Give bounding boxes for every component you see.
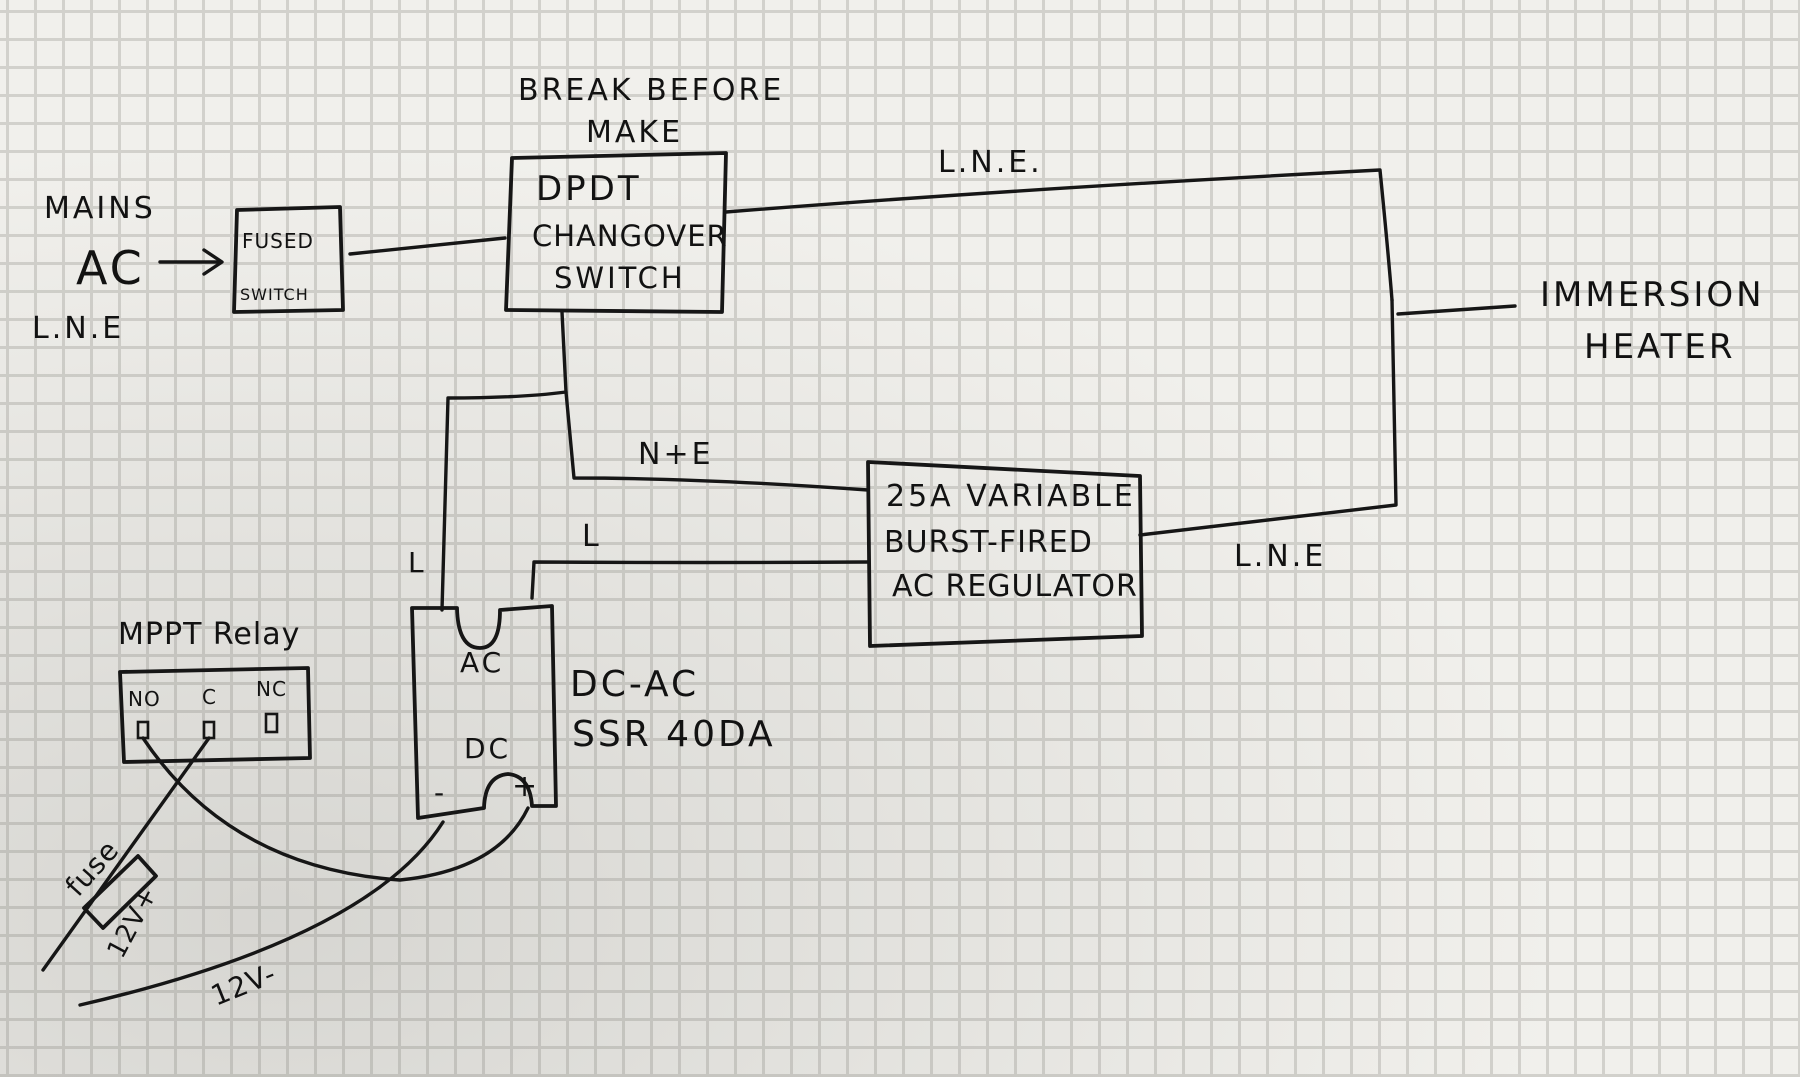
relay-nc-label: NC <box>256 677 287 701</box>
fused-label: FUSED <box>242 229 314 253</box>
relay-box <box>118 666 312 764</box>
switch-label-dpdt: SWITCH <box>554 261 686 295</box>
fuse-symbol <box>82 854 158 930</box>
relay-terminal-no <box>136 720 150 740</box>
ssr-name-line1: DC-AC <box>570 664 699 705</box>
wire-dpdt-down <box>560 310 870 492</box>
mains-label: MAINS <box>44 191 156 226</box>
make-label: MAKE <box>586 115 683 150</box>
relay-no-label: NO <box>128 687 161 711</box>
ssr-plus-label: + <box>512 769 540 804</box>
wire-12v-negative <box>78 820 445 1007</box>
ssr-minus-label: - <box>434 776 447 809</box>
wire-label-l-left: L <box>408 546 427 579</box>
regulator-box <box>866 460 1144 648</box>
wire-label-lne-top: L.N.E. <box>938 145 1043 180</box>
relay-terminal-c <box>202 720 216 740</box>
relay-title: MPPT Relay <box>118 617 300 652</box>
wire-heater-bus <box>1138 298 1398 537</box>
relay-terminal-nc <box>264 712 279 734</box>
wire-ssr-to-regulator <box>530 560 870 600</box>
regulator-line2: BURST-FIRED <box>884 525 1093 560</box>
break-before-label: BREAK BEFORE <box>518 73 784 108</box>
dpdt-switch-box <box>504 151 728 314</box>
wire-dpdt-to-heater-top <box>724 168 1394 302</box>
mains-ac-label: AC <box>76 241 145 295</box>
regulator-line3: AC REGULATOR <box>892 569 1138 604</box>
wire-live-to-ssr-ac <box>440 390 568 612</box>
dpdt-label: DPDT <box>536 169 642 209</box>
boxes <box>82 151 1144 930</box>
wire-heater-lead <box>1396 304 1517 316</box>
wire-label-l-ssr: L <box>582 519 602 554</box>
wires <box>41 168 1517 1007</box>
ssr-box <box>410 604 558 820</box>
ssr-name-line2: SSR 40DA <box>572 714 776 755</box>
immersion-label: IMMERSION <box>1540 275 1765 315</box>
regulator-line1: 25A VARIABLE <box>886 479 1136 514</box>
wire-fused-to-dpdt <box>348 236 507 256</box>
fused-switch-box <box>232 205 345 314</box>
wire-12v-positive <box>41 736 211 972</box>
wire-label-n-e: N+E <box>638 437 714 472</box>
changover-label: CHANGOVER <box>532 219 728 253</box>
relay-c-label: C <box>202 685 217 709</box>
heater-label: HEATER <box>1584 327 1736 367</box>
switch-label: SWITCH <box>240 285 309 304</box>
mains-lne-label: L.N.E <box>32 311 124 346</box>
arrow-head <box>202 248 224 276</box>
labels: MAINS AC L.N.E FUSED SWITCH BREAK BEFORE… <box>32 73 1765 1012</box>
ssr-ac-label: AC <box>460 646 504 679</box>
ssr-dc-label: DC <box>464 732 511 765</box>
wire-relay-no-to-ssr-plus <box>141 736 530 882</box>
wire-label-lne-right: L.N.E <box>1234 539 1326 574</box>
